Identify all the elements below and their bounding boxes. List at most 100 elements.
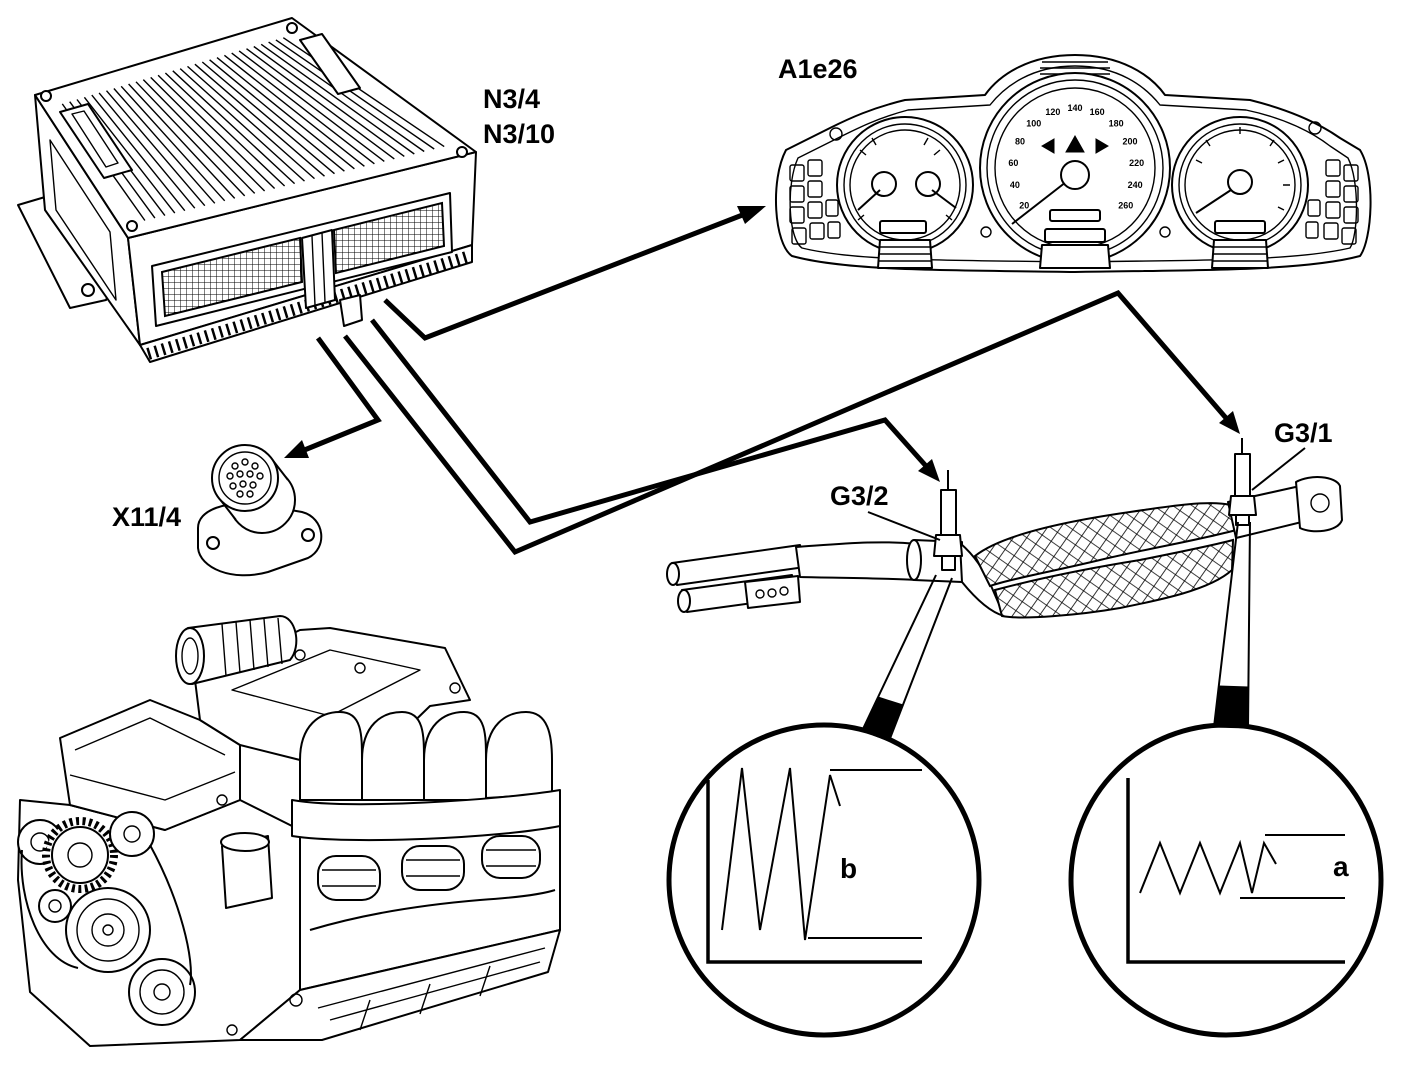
warning-triangle-icon bbox=[1065, 134, 1085, 153]
socket-face bbox=[211, 444, 279, 512]
line-to-g3-1 bbox=[343, 289, 1228, 556]
turn-right-arrow-icon bbox=[1095, 138, 1109, 154]
label-a1e26: A1e26 bbox=[778, 54, 858, 84]
pin bbox=[239, 480, 247, 488]
pin bbox=[241, 458, 249, 466]
crank-pulley bbox=[65, 887, 151, 973]
connector-latch bbox=[301, 229, 336, 309]
label-g3-1: G3/1 bbox=[1274, 418, 1333, 448]
tailpipe-upper-end bbox=[666, 562, 680, 586]
telltale bbox=[807, 201, 823, 219]
bracket-hole bbox=[779, 586, 789, 596]
pulley bbox=[128, 958, 196, 1026]
adjust-knob bbox=[980, 226, 992, 238]
telltale bbox=[1343, 206, 1359, 224]
speedometer-base bbox=[1039, 244, 1111, 269]
intake-duct bbox=[187, 615, 298, 685]
tachometer-base-ribs bbox=[1213, 246, 1267, 262]
arrowhead-g3-1 bbox=[1219, 411, 1240, 434]
speedometer-scale-label: 240 bbox=[1128, 180, 1143, 190]
telltale bbox=[1325, 201, 1341, 219]
bolt bbox=[456, 146, 468, 158]
speedometer-scale-label: 60 bbox=[1008, 158, 1018, 168]
left-subdial-hub bbox=[871, 171, 897, 197]
speedometer-scale-label: 80 bbox=[1015, 136, 1025, 146]
label-signal-a: a bbox=[1333, 851, 1349, 882]
bolt bbox=[289, 993, 303, 1007]
telltale bbox=[1325, 180, 1341, 198]
signal-b-axes bbox=[706, 780, 922, 964]
left-gauge-display bbox=[879, 220, 927, 234]
speedometer-needle bbox=[1011, 181, 1067, 225]
connector-left bbox=[160, 236, 304, 318]
bolt bbox=[286, 22, 298, 34]
control-unit-top-face bbox=[34, 17, 477, 239]
left-gauge-base-ribs bbox=[879, 246, 931, 262]
bolt bbox=[449, 682, 461, 694]
label-signal-b: b bbox=[840, 853, 857, 884]
zoom-b-circle bbox=[666, 722, 982, 1038]
connector-clip bbox=[339, 294, 363, 327]
telltale bbox=[789, 206, 805, 224]
bolt bbox=[294, 649, 306, 661]
bracket-hole bbox=[767, 588, 777, 598]
speedometer-scale-label: 160 bbox=[1090, 107, 1105, 117]
speedometer-scale-label: 180 bbox=[1109, 119, 1124, 129]
adjust-knob bbox=[1308, 121, 1322, 135]
left-telltale-panel bbox=[789, 159, 841, 245]
socket-face-ring bbox=[218, 451, 272, 505]
connector-right bbox=[332, 201, 446, 275]
signal-zoom-a: a bbox=[1068, 521, 1384, 1038]
oil-pan-ribs bbox=[317, 947, 546, 1031]
pin bbox=[231, 462, 239, 470]
speedometer-scale-label: 200 bbox=[1122, 136, 1137, 146]
flange-hole bbox=[1310, 493, 1330, 513]
cylinder-head-detail bbox=[69, 717, 236, 801]
flange-hole bbox=[206, 536, 220, 550]
bolt bbox=[40, 90, 52, 102]
top-rail-slot-inner bbox=[71, 110, 119, 168]
speedometer-scale-label: 120 bbox=[1045, 107, 1060, 117]
control-unit-left-slot bbox=[49, 139, 117, 301]
bolt bbox=[354, 662, 366, 674]
pin bbox=[236, 490, 244, 498]
flange-hole bbox=[81, 283, 95, 297]
right-subdial-needle bbox=[931, 189, 957, 209]
turn-left-arrow-icon bbox=[1041, 138, 1055, 154]
pin bbox=[251, 462, 259, 470]
telltale bbox=[1325, 159, 1341, 177]
cylinder-head bbox=[59, 699, 241, 831]
flange-hole bbox=[301, 528, 315, 542]
left-gauge bbox=[836, 116, 974, 269]
pulley-hub bbox=[48, 899, 62, 913]
intake-plenum-panel bbox=[231, 649, 421, 717]
telltale bbox=[1305, 221, 1319, 239]
speedometer-trip-display bbox=[1049, 209, 1101, 222]
socket-flange bbox=[197, 502, 323, 577]
gear bbox=[51, 826, 109, 884]
right-subdial-hub bbox=[915, 171, 941, 197]
speedometer-scale-label: 220 bbox=[1129, 158, 1144, 168]
sensor-g3-1-body bbox=[1234, 453, 1251, 497]
label-n3-4: N3/4 bbox=[483, 84, 540, 114]
sensor-g3-1 bbox=[1228, 438, 1257, 526]
telltale bbox=[1343, 164, 1359, 182]
telltale bbox=[1341, 227, 1357, 245]
pin bbox=[249, 481, 257, 489]
left-subdial-needle bbox=[857, 189, 881, 211]
crank-pulley-hub bbox=[102, 924, 114, 936]
pipe-joint-end bbox=[906, 539, 922, 581]
sensor-g3-2-hex bbox=[933, 534, 963, 557]
socket-pins bbox=[226, 458, 264, 498]
speedometer-scale-label: 20 bbox=[1019, 201, 1029, 211]
intake-duct-opening bbox=[175, 627, 205, 685]
engine bbox=[17, 615, 561, 1047]
tachometer-needle bbox=[1195, 187, 1235, 214]
telltale bbox=[1307, 199, 1321, 217]
pulley bbox=[38, 889, 72, 923]
bolt bbox=[216, 794, 228, 806]
pin bbox=[226, 472, 234, 480]
telltale bbox=[1323, 222, 1339, 240]
pin bbox=[246, 490, 254, 498]
